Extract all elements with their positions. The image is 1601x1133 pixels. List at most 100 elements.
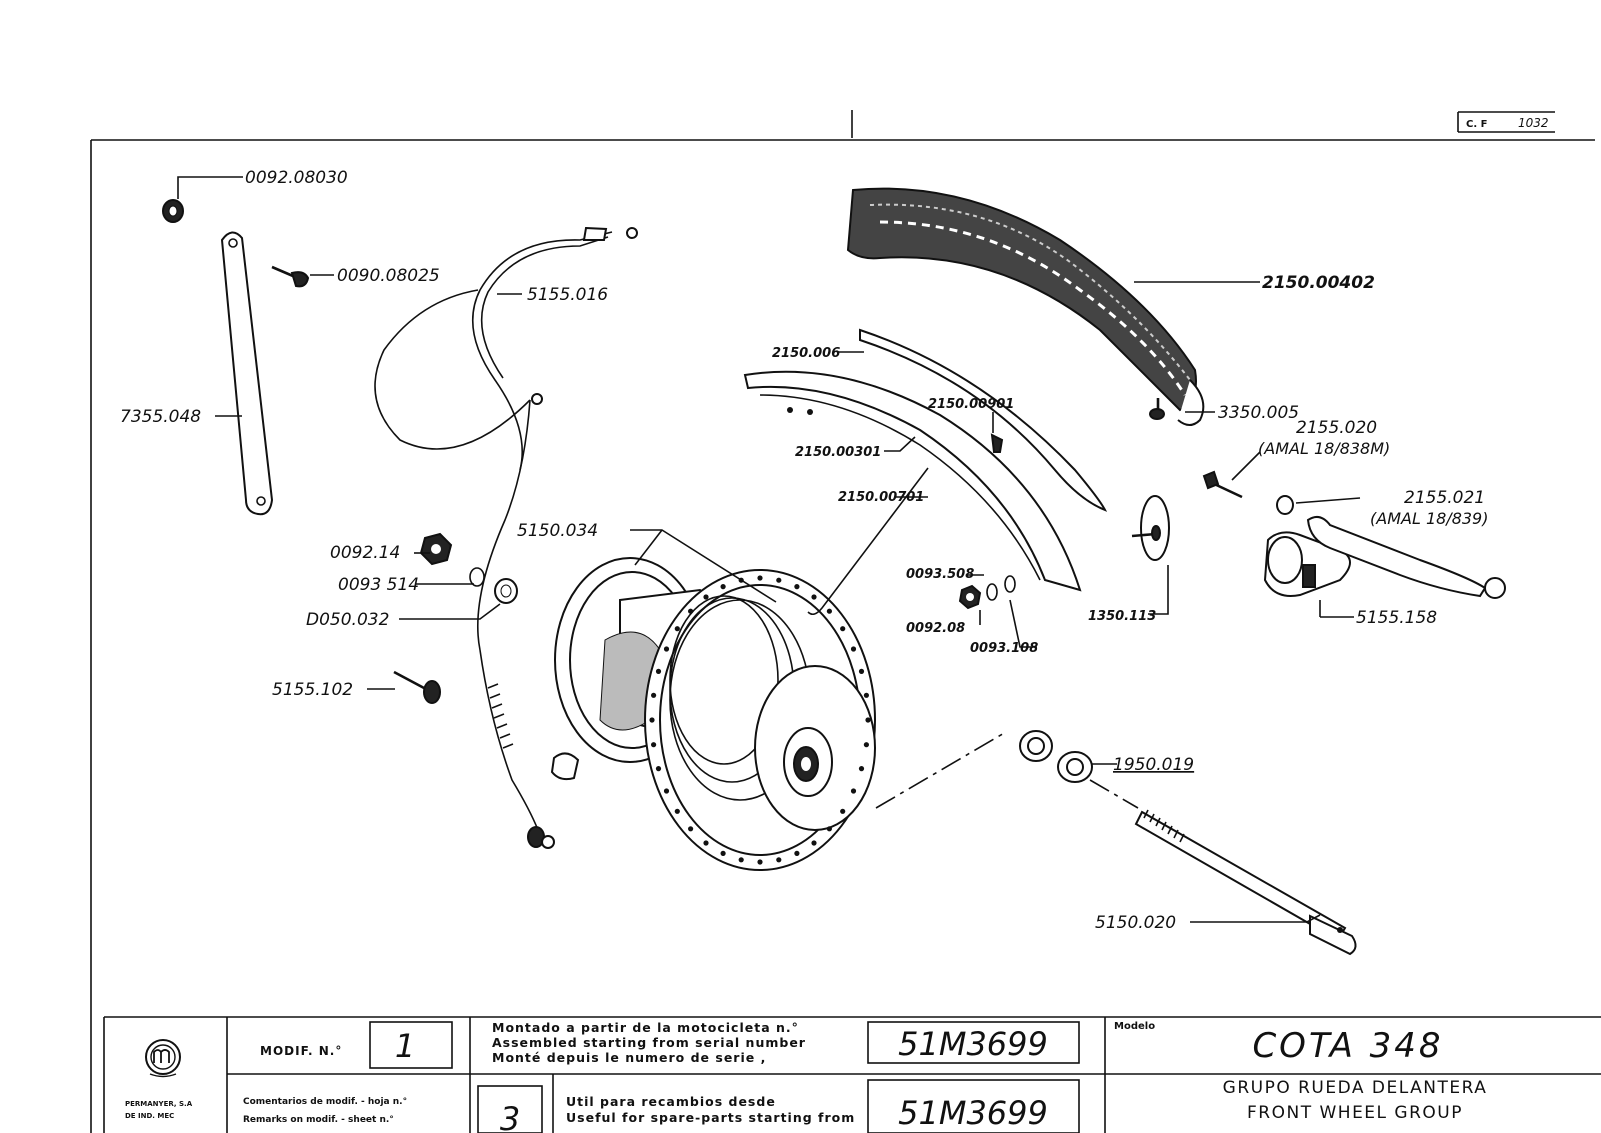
spoke-hole bbox=[863, 692, 870, 698]
part-label-0093-108: 0093.108 bbox=[970, 641, 1038, 656]
group-name-es: GRUPO RUEDA DELANTERA bbox=[1223, 1078, 1488, 1098]
spoke-hole bbox=[688, 826, 694, 832]
title-block bbox=[103, 1016, 1601, 1133]
washers-drawing bbox=[958, 575, 1016, 610]
spoke-hole bbox=[757, 575, 763, 581]
spoke-hole bbox=[651, 742, 657, 748]
spoke-hole bbox=[840, 626, 846, 632]
part-label-0093-514: 0093 514 bbox=[338, 575, 419, 595]
spoke-hole bbox=[865, 717, 871, 723]
hub-drawing bbox=[550, 557, 876, 871]
part-label-2150-00402: 2150.00402 bbox=[1262, 273, 1375, 293]
rim-drawing bbox=[743, 370, 1082, 592]
serial-number-1: 51M3699 bbox=[898, 1025, 1048, 1063]
spoke-hole bbox=[850, 646, 857, 652]
part-label-2155-021: 2155.021 bbox=[1404, 488, 1485, 508]
nut-drawing bbox=[162, 199, 184, 223]
part-label-5155-016: 5155.016 bbox=[527, 285, 608, 305]
group-name-en: FRONT WHEEL GROUP bbox=[1247, 1103, 1463, 1123]
company-logo bbox=[145, 1039, 181, 1078]
spoke-hole bbox=[703, 594, 709, 600]
spoke-hole bbox=[688, 608, 694, 614]
part-label-2150-00301: 2150.00301 bbox=[795, 445, 881, 460]
tyre-lock-drawing bbox=[1149, 398, 1165, 420]
part-label-1350-113: 1350.113 bbox=[1088, 609, 1156, 624]
mounted-text-en: Assembled starting from serial number bbox=[492, 1035, 806, 1050]
spoke-hole bbox=[655, 766, 662, 772]
sheet-frame bbox=[90, 110, 1595, 1133]
bolt-drawing bbox=[271, 265, 310, 288]
sheet-number-value: 3 bbox=[500, 1100, 520, 1133]
spoke-hole bbox=[663, 646, 670, 652]
part-label-1950-019: 1950.019 bbox=[1113, 755, 1194, 775]
spoke-hole bbox=[651, 692, 657, 698]
part-label-amal-18-838m: (AMAL 18/838M) bbox=[1258, 439, 1390, 458]
model-value: COTA 348 bbox=[1252, 1026, 1443, 1066]
brake-cable-drawing bbox=[374, 226, 638, 849]
part-label-5155-158: 5155.158 bbox=[1356, 608, 1437, 628]
remarks-label: Remarks on modif. - sheet n.° bbox=[243, 1115, 394, 1125]
lever-drawing bbox=[1263, 515, 1506, 599]
tyre-drawing bbox=[846, 187, 1205, 426]
part-label-0093-508: 0093.508 bbox=[906, 567, 974, 582]
model-label: Modelo bbox=[1114, 1021, 1155, 1032]
brake-arm-drawing bbox=[220, 231, 274, 516]
adjuster-drawing bbox=[1202, 470, 1294, 515]
part-label-0092-14: 0092.14 bbox=[330, 543, 400, 563]
modif-value: 1 bbox=[395, 1027, 415, 1065]
part-label-7355-048: 7355.048 bbox=[120, 407, 201, 427]
spoke-hole bbox=[674, 626, 680, 632]
spoke-hole bbox=[826, 826, 833, 832]
valve-drawing bbox=[990, 433, 1004, 453]
part-label-2150-006: 2150.006 bbox=[772, 346, 840, 361]
part-label-d050-032: D050.032 bbox=[306, 610, 389, 630]
part-label-3350-005: 3350.005 bbox=[1218, 403, 1299, 423]
comments-label: Comentarios de modif. - hoja n.° bbox=[243, 1097, 407, 1107]
mounted-text-es: Montado a partir de la motocicleta n.° bbox=[492, 1020, 799, 1035]
spoke-hole bbox=[858, 668, 865, 675]
spoke-hole bbox=[794, 850, 800, 857]
spoke-hole bbox=[858, 766, 865, 772]
part-label-2155-020: 2155.020 bbox=[1296, 418, 1377, 438]
sheet-ref-prefix: C. F bbox=[1466, 119, 1487, 130]
part-label-0090-08025: 0090.08025 bbox=[337, 266, 440, 286]
part-label-2150-00701: 2150.00701 bbox=[838, 490, 924, 505]
assembly-centerline bbox=[875, 731, 1139, 809]
spoke-hole bbox=[703, 840, 709, 846]
spoke-hole bbox=[776, 577, 782, 583]
serial-number-2: 51M3699 bbox=[898, 1094, 1048, 1132]
spoke-hole bbox=[720, 850, 726, 857]
part-label-0092-08: 0092.08 bbox=[906, 621, 965, 636]
spoke-hole bbox=[649, 717, 655, 723]
spoke-hole bbox=[738, 857, 744, 863]
spoke-hole bbox=[720, 584, 726, 590]
bearings-drawing bbox=[1019, 730, 1093, 783]
spoke-hole bbox=[850, 788, 857, 794]
spoke-hole bbox=[811, 840, 817, 846]
part-label-amal-18-839: (AMAL 18/839) bbox=[1370, 509, 1488, 528]
part-label-5150-020: 5150.020 bbox=[1095, 913, 1176, 933]
part-label-5150-034: 5150.034 bbox=[517, 521, 598, 541]
spoke-hole bbox=[794, 584, 800, 590]
part-label-5155-102: 5155.102 bbox=[272, 680, 353, 700]
spoke-hole bbox=[663, 788, 670, 794]
hub-spoke-holes bbox=[649, 575, 871, 865]
spares-text-es: Util para recambios desde bbox=[566, 1094, 776, 1109]
spoke-hole bbox=[674, 808, 680, 814]
spoke-drawing bbox=[807, 467, 929, 616]
part-label-2150-00901: 2150.00901 bbox=[928, 397, 1014, 412]
cable-adjuster-drawing bbox=[393, 670, 441, 704]
sheet-ref-number: 1032 bbox=[1518, 116, 1549, 130]
modif-label: MODIF. N.° bbox=[260, 1044, 342, 1058]
spares-text-en: Useful for spare-parts starting from bbox=[566, 1110, 855, 1125]
spoke-hole bbox=[826, 608, 833, 614]
axle-drawing bbox=[1134, 809, 1357, 956]
mounted-text-fr: Monté depuis le numero de serie , bbox=[492, 1050, 766, 1065]
spoke-hole bbox=[840, 808, 846, 814]
company-name-line2: DE IND. MEC bbox=[125, 1112, 174, 1120]
company-name-line1: PERMANYER, S.A bbox=[125, 1100, 193, 1108]
spoke-hole bbox=[757, 859, 763, 865]
spoke-hole bbox=[811, 594, 817, 600]
spoke-hole bbox=[776, 857, 782, 863]
